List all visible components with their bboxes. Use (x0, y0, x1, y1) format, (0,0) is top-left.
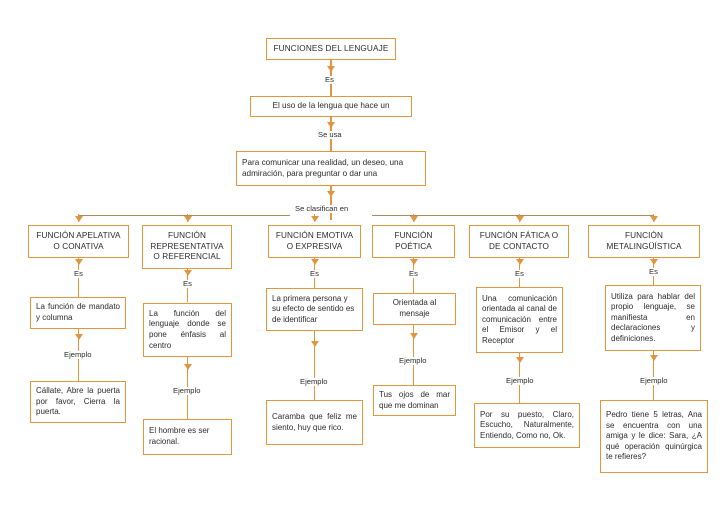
node-example-poetica-label: Tus ojos de mar que me dominan (379, 389, 450, 410)
distribution-bar-left (78, 214, 290, 216)
edge-label-es-representativa: Es (180, 279, 195, 289)
node-example-metalinguistica: Pedro tiene 5 letras, Ana se encuentra c… (600, 400, 708, 473)
node-example-fatica-label: Por su puesto, Claro, Escucho, Naturalme… (480, 409, 574, 440)
arrow-header-to-def-metalinguistica (649, 259, 658, 265)
node-header-poetica-label: FUNCIÓN POÉTICA (394, 230, 433, 251)
node-root: FUNCIONES DEL LENGUAJE (266, 38, 396, 60)
edge-label-es-root: Es (322, 75, 337, 85)
arrow-purpose-to-split (326, 191, 335, 197)
arrow-def-to-example-metalinguistica (649, 355, 658, 361)
node-purpose-label: Para comunicar una realidad, un deseo, u… (242, 157, 404, 178)
node-definition-metalinguistica-label: Utiliza para hablar del propio lenguaje,… (611, 291, 695, 343)
arrow-bar-to-header-representativa (183, 216, 192, 222)
node-header-representativa: FUNCIÓN REPRESENTATIVA O REFERENCIAL (142, 225, 232, 269)
node-example-representativa-label: El hombre es ser racional. (149, 426, 210, 446)
arrow-def-to-example-apelativa (74, 334, 83, 340)
node-example-metalinguistica-label: Pedro tiene 5 letras, Ana se encuentra c… (606, 410, 702, 462)
arrow-bar-to-header-apelativa (74, 216, 83, 222)
node-example-representativa: El hombre es ser racional. (143, 419, 232, 455)
edge-label-es-fatica: Es (512, 269, 527, 279)
node-example-poetica: Tus ojos de mar que me dominan (373, 385, 456, 416)
connector-def-to-example-metalinguistica (653, 351, 655, 400)
node-example-apelativa-label: Cállate, Abre la puerta por favor, Cierr… (36, 386, 120, 417)
node-header-fatica-label: FUNCIÓN FÁTICA O DE CONTACTO (479, 230, 559, 251)
node-header-metalinguistica: FUNCIÓN METALINGÜÍSTICA (588, 225, 700, 258)
node-definition-emotiva-label: La primera persona y su efecto de sentid… (272, 293, 355, 324)
arrow-header-to-def-emotiva (310, 259, 319, 265)
node-header-apelativa-label: FUNCIÓN APELATIVA O CONATIVA (36, 230, 121, 251)
edge-label-es-apelativa: Es (71, 269, 86, 279)
node-definition-apelativa: La función de mandato y columna (30, 297, 126, 329)
node-header-apelativa: FUNCIÓN APELATIVA O CONATIVA (28, 225, 129, 258)
edge-label-es-emotiva: Es (307, 269, 322, 279)
arrow-bar-to-header-poetica (409, 216, 418, 222)
node-header-emotiva-label: FUNCIÓN EMOTIVA O EXPRESIVA (275, 230, 354, 251)
edge-label-es-metalinguistica: Es (646, 267, 661, 277)
node-definition: El uso de la lengua que hace un (250, 96, 412, 117)
arrow-header-to-def-representativa (183, 270, 192, 276)
distribution-bar-right (372, 214, 653, 216)
node-definition-poetica-label: Orientada al mensaje (392, 298, 437, 318)
edge-label-ejemplo-fatica: Ejemplo (503, 376, 537, 386)
node-definition-fatica: Una comunicación orientada al canal de c… (476, 287, 563, 353)
node-header-fatica: FUNCIÓN FÁTICA O DE CONTACTO (469, 225, 569, 258)
node-example-fatica: Por su puesto, Claro, Escucho, Naturalme… (474, 403, 580, 448)
node-definition-emotiva: La primera persona y su efecto de sentid… (266, 288, 363, 331)
edge-label-ejemplo-representativa: Ejemplo (170, 386, 204, 396)
node-root-label: FUNCIONES DEL LENGUAJE (273, 43, 389, 53)
edge-label-es-poetica: Es (406, 269, 421, 279)
node-definition-poetica: Orientada al mensaje (373, 293, 456, 325)
node-example-apelativa: Cállate, Abre la puerta por favor, Cierr… (30, 381, 126, 423)
arrow-bar-to-header-metalinguistica (649, 216, 658, 222)
node-definition-representativa-label: La función del lenguaje donde se pone én… (149, 308, 226, 350)
arrow-def-to-example-fatica (515, 357, 524, 363)
node-header-poetica: FUNCIÓN POÉTICA (372, 225, 455, 258)
node-definition-apelativa-label: La función de mandato y columna (36, 302, 120, 322)
edge-label-ejemplo-emotiva: Ejemplo (297, 377, 331, 387)
arrow-header-to-def-apelativa (74, 259, 83, 265)
arrow-bar-to-header-fatica (515, 216, 524, 222)
edge-label-ejemplo-metalinguistica: Ejemplo (637, 376, 671, 386)
node-definition-label: El uso de la lengua que hace un (272, 101, 390, 111)
connector-purpose-to-split (330, 186, 332, 220)
connector-def-to-example-poetica (413, 325, 415, 385)
arrow-def-to-example-emotiva (310, 341, 319, 347)
edge-label-se-usa: Se usa (315, 130, 345, 140)
arrow-header-to-def-fatica (515, 259, 524, 265)
edge-label-ejemplo-poetica: Ejemplo (396, 356, 430, 366)
edge-label-ejemplo-apelativa: Ejemplo (61, 350, 95, 360)
node-header-emotiva: FUNCIÓN EMOTIVA O EXPRESIVA (268, 225, 361, 258)
connector-def-to-example-emotiva (314, 331, 316, 400)
node-definition-fatica-label: Una comunicación orientada al canal de c… (482, 293, 557, 345)
arrow-def-to-example-poetica (409, 333, 418, 339)
node-example-emotiva: Caramba que feliz me siento, huy que ric… (266, 400, 363, 445)
edge-label-se-clasifican-en: Se clasifican en (292, 204, 352, 214)
node-purpose: Para comunicar una realidad, un deseo, u… (236, 151, 426, 186)
arrow-header-to-def-poetica (409, 259, 418, 265)
node-header-metalinguistica-label: FUNCIÓN METALINGÜÍSTICA (606, 230, 682, 251)
arrow-def-to-example-representativa (183, 364, 192, 370)
arrow-root-to-definition (326, 66, 335, 72)
arrow-bar-to-header-emotiva (310, 216, 319, 222)
node-definition-metalinguistica: Utiliza para hablar del propio lenguaje,… (605, 285, 701, 351)
node-header-representativa-label: FUNCIÓN REPRESENTATIVA O REFERENCIAL (150, 230, 224, 262)
node-definition-representativa: La función del lenguaje donde se pone én… (143, 303, 232, 357)
node-example-emotiva-label: Caramba que feliz me siento, huy que ric… (272, 411, 357, 432)
arrow-definition-to-purpose (326, 122, 335, 128)
